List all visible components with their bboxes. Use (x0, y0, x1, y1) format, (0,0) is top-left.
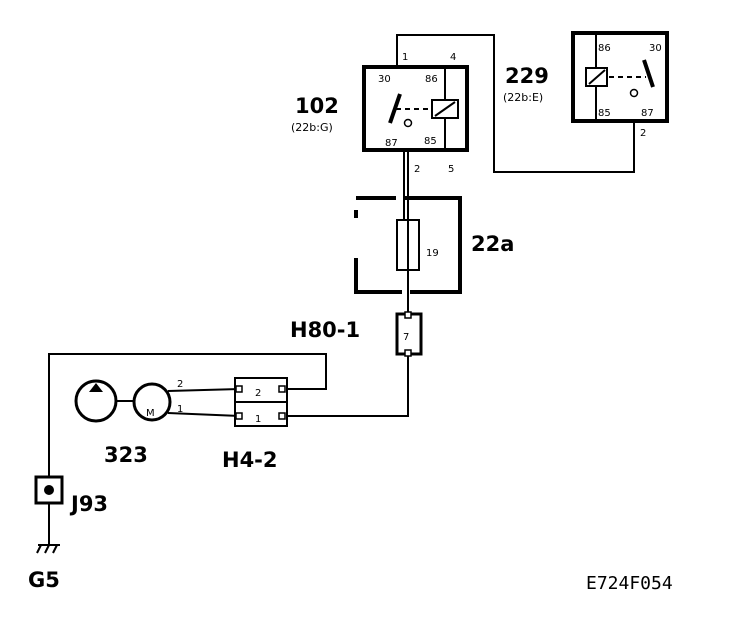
relay-229-coil-diag (588, 69, 606, 85)
connector-h80-1: 7 H80-1 (290, 311, 423, 357)
relay-102-box (362, 65, 469, 152)
relay-102-pin-5-bottom: 5 (448, 164, 454, 175)
connector-h80-pin-label: 7 (403, 332, 409, 343)
relay-229-number: 229 (505, 64, 549, 88)
connector-h4-label: H4-2 (222, 448, 278, 472)
junction-j93-label: J93 (69, 492, 108, 516)
relay-102-number: 102 (295, 94, 339, 118)
connector-h4-pin-bottom-label: 1 (255, 414, 261, 425)
pump-icon (74, 379, 118, 423)
connector-h4-2: 2 1 H4-2 (222, 377, 288, 472)
wire-motor-to-h4-2 (167, 388, 241, 392)
connector-h80-pin-top (404, 311, 412, 319)
relay-102-pin-85: 85 (424, 136, 437, 147)
connector-h4-pin-top-label: 2 (255, 388, 261, 399)
relay-102-switch-arm (388, 93, 402, 124)
relay-102-pin-86: 86 (425, 74, 438, 85)
ground-symbol-tick-2 (44, 544, 50, 554)
wire-h4-to-ground (48, 353, 327, 479)
relay-229-pin-30: 30 (649, 43, 662, 54)
relay-229-pin-85: 85 (598, 108, 611, 119)
fuse-19-label: 19 (426, 248, 439, 259)
relay-229-box (571, 31, 669, 123)
connector-h80-label: H80-1 (290, 318, 360, 342)
relay-229-contact (629, 88, 639, 98)
ground-g5: G5 (28, 544, 60, 592)
motor-wire-1-label: 1 (177, 404, 183, 415)
component-323: M 2 1 323 (74, 379, 183, 467)
motor-wire-2-label: 2 (177, 379, 183, 390)
relay-102-ref: (22b:G) (291, 121, 333, 134)
fuse-box-label: 22a (471, 232, 514, 256)
relay-102-pin-30: 30 (378, 74, 391, 85)
connector-h4-pin-2-right (278, 385, 286, 393)
figure-code: E724F054 (586, 573, 673, 594)
relay-229-switch-arm (642, 59, 655, 88)
wire-h80-to-h4 (284, 352, 409, 417)
junction-j93: J93 (34, 475, 108, 516)
relay-102-pin-4-top: 4 (450, 52, 456, 63)
relay-102-contact (403, 118, 413, 128)
component-323-label: 323 (104, 443, 148, 467)
wires (48, 34, 635, 545)
ground-g5-label: G5 (28, 568, 60, 592)
relay-229-pin-2-bottom: 2 (640, 128, 646, 139)
motor-label: M (146, 408, 155, 419)
relay-102-pin-1-top: 1 (402, 52, 408, 63)
ground-symbol-tick-1 (36, 544, 42, 554)
fuse-box-outline (354, 196, 462, 294)
connector-h4-pin-2-left (235, 385, 243, 393)
connector-h80-pin-bottom (404, 349, 412, 357)
ground-symbol-tick-3 (52, 544, 58, 554)
wire-102-to-229 (396, 34, 635, 173)
relay-102-coil-diag (434, 101, 456, 117)
motor-icon (132, 382, 172, 422)
relay-229-pin-87: 87 (641, 108, 654, 119)
relay-102-pin-87: 87 (385, 138, 398, 149)
wire-motor-to-h4-1 (167, 412, 241, 417)
relay-229: 86 30 85 87 2 229 (22b:E) (503, 31, 669, 139)
junction-j93-dot (44, 485, 54, 495)
relay-102: 1 4 30 86 87 85 2 5 102 (22b:G) (291, 52, 469, 175)
relay-229-ref: (22b:E) (503, 91, 543, 104)
connector-h4-pin-1-right (278, 412, 286, 420)
relay-102-pin-2-bottom: 2 (414, 164, 420, 175)
fuse-box-22a: 19 22a (354, 196, 514, 294)
connector-h4-pin-1-left (235, 412, 243, 420)
relay-229-pin-86: 86 (598, 43, 611, 54)
pump-triangle (89, 383, 103, 392)
